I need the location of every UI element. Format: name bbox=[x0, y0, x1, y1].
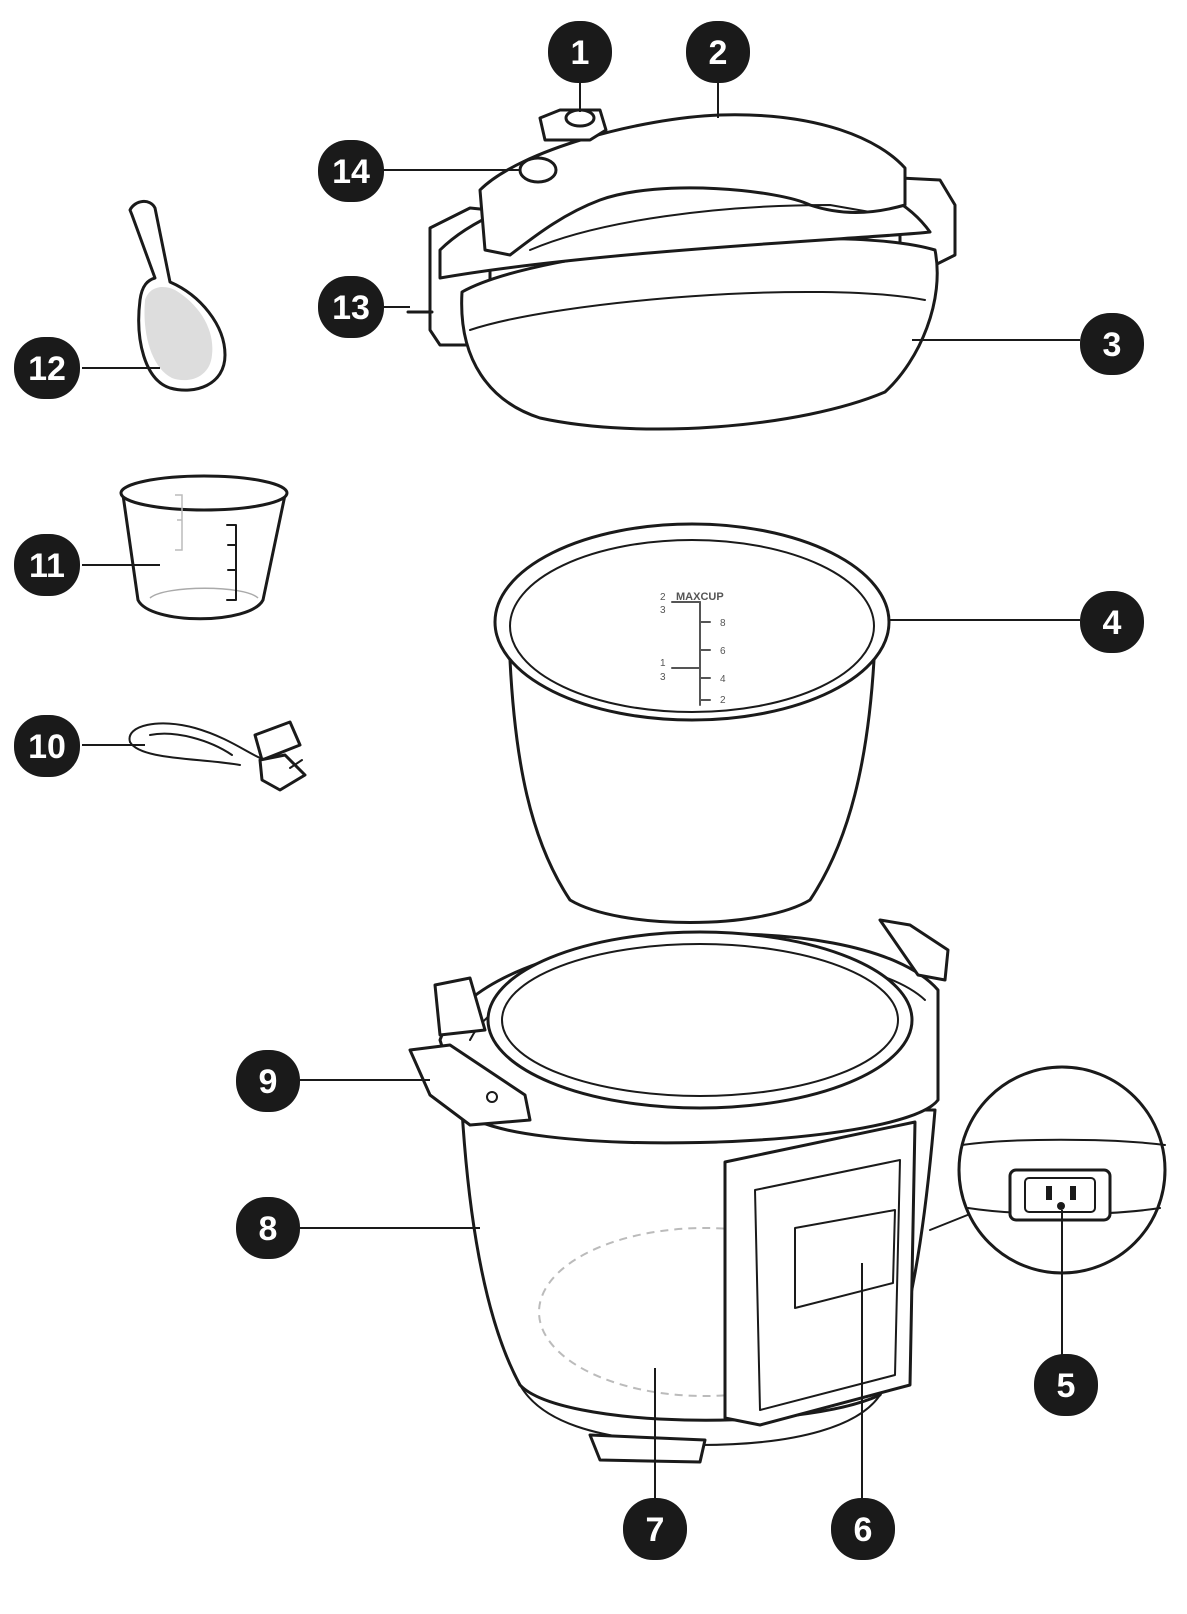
measuring-cup-body bbox=[121, 493, 287, 621]
callout-10: 10 bbox=[14, 715, 80, 777]
cooker-right-handle bbox=[878, 918, 950, 982]
svg-text:10: 10 bbox=[28, 728, 66, 766]
inner-pot-rim-inner bbox=[509, 539, 875, 713]
control-panel-housing bbox=[723, 1120, 917, 1427]
callout-2: 2 bbox=[686, 21, 750, 83]
power-socket-pin-left bbox=[1046, 1186, 1052, 1200]
callout-9: 9 bbox=[236, 1050, 300, 1112]
scale-mark-8: 8 bbox=[720, 618, 726, 629]
measuring-cup-marks bbox=[226, 524, 237, 601]
lid-rim-band bbox=[469, 290, 926, 331]
scale-mark-6: 6 bbox=[720, 646, 726, 657]
lid-handle bbox=[478, 113, 907, 257]
scale-header: MAXCUP bbox=[676, 591, 724, 603]
callout-6: 6 bbox=[831, 1498, 895, 1560]
lid-rim bbox=[460, 236, 939, 431]
detail-pointer bbox=[929, 1211, 976, 1231]
measuring-cup-base bbox=[149, 587, 259, 599]
svg-text:3: 3 bbox=[1103, 326, 1122, 364]
callout-badges: 1 2 3 4 5 6 7 8 bbox=[14, 21, 1144, 1560]
cooker-handle-slot bbox=[486, 1091, 498, 1103]
scale-two-thirds-num: 2 bbox=[660, 592, 666, 603]
power-socket-inner bbox=[1024, 1177, 1096, 1213]
scale-mark-2: 2 bbox=[720, 695, 726, 706]
cooker-opening bbox=[486, 930, 914, 1110]
inner-pot-water-scale: MAXCUP 2 3 1 3 8 6 4 2 bbox=[660, 591, 726, 706]
power-cord-plug bbox=[258, 753, 307, 792]
callout-3: 3 bbox=[1080, 313, 1144, 375]
control-panel-display bbox=[794, 1209, 896, 1309]
svg-text:2: 2 bbox=[709, 34, 728, 72]
power-socket-detail-edge bbox=[961, 1138, 1166, 1146]
svg-text:6: 6 bbox=[854, 1511, 873, 1549]
svg-text:14: 14 bbox=[332, 153, 370, 191]
rice-paddle bbox=[128, 200, 227, 392]
scale-one-third-num: 1 bbox=[660, 658, 666, 669]
cooker-foot bbox=[588, 1433, 707, 1464]
power-socket-pin-ground bbox=[1057, 1202, 1065, 1210]
power-cord-wire-1 bbox=[128, 722, 266, 761]
measuring-cup-rim bbox=[119, 474, 289, 512]
callout-8: 8 bbox=[236, 1197, 300, 1259]
callout-14: 14 bbox=[318, 140, 384, 202]
power-cord-wire-3 bbox=[149, 732, 233, 756]
svg-text:9: 9 bbox=[259, 1063, 278, 1101]
scale-two-thirds-den: 3 bbox=[660, 605, 666, 616]
cooker-opening-inner bbox=[501, 943, 899, 1097]
cooker-base bbox=[408, 918, 1167, 1464]
callout-5: 5 bbox=[1034, 1354, 1098, 1416]
power-cord-wire-2 bbox=[129, 741, 241, 766]
svg-text:1: 1 bbox=[571, 34, 590, 72]
cooker-side-handle bbox=[408, 1043, 532, 1127]
power-socket-pin-right bbox=[1070, 1186, 1076, 1200]
steam-release-valve-top bbox=[564, 108, 596, 128]
callout-13: 13 bbox=[318, 276, 384, 338]
svg-text:7: 7 bbox=[646, 1511, 665, 1549]
power-cord-connector bbox=[253, 720, 302, 762]
control-panel-face bbox=[754, 1159, 901, 1411]
callout-1: 1 bbox=[548, 21, 612, 83]
callout-4: 4 bbox=[1080, 591, 1144, 653]
svg-text:13: 13 bbox=[332, 289, 370, 327]
callout-11: 11 bbox=[14, 534, 80, 596]
svg-text:12: 12 bbox=[28, 350, 66, 388]
svg-text:5: 5 bbox=[1057, 1367, 1076, 1405]
measuring-cup-back-marks bbox=[175, 494, 183, 551]
inner-pot-body bbox=[508, 658, 876, 924]
scale-mark-4: 4 bbox=[720, 674, 726, 685]
power-socket bbox=[1008, 1168, 1112, 1222]
svg-text:11: 11 bbox=[29, 547, 65, 585]
callout-12: 12 bbox=[14, 337, 80, 399]
power-cord bbox=[128, 720, 307, 792]
float-valve bbox=[518, 156, 558, 184]
power-cord-plug-pin bbox=[289, 759, 303, 769]
svg-text:4: 4 bbox=[1103, 604, 1122, 642]
rice-paddle-texture bbox=[144, 287, 213, 381]
lid bbox=[406, 108, 957, 431]
callout-7: 7 bbox=[623, 1498, 687, 1560]
scale-one-third-den: 3 bbox=[660, 672, 666, 683]
lid-handle-underside bbox=[529, 204, 871, 251]
cooker-lid-lock bbox=[433, 976, 487, 1037]
inner-pot-rim bbox=[493, 522, 891, 722]
inner-pot: MAXCUP 2 3 1 3 8 6 4 2 bbox=[493, 522, 891, 924]
svg-text:8: 8 bbox=[259, 1210, 278, 1248]
measuring-cup bbox=[119, 474, 289, 621]
